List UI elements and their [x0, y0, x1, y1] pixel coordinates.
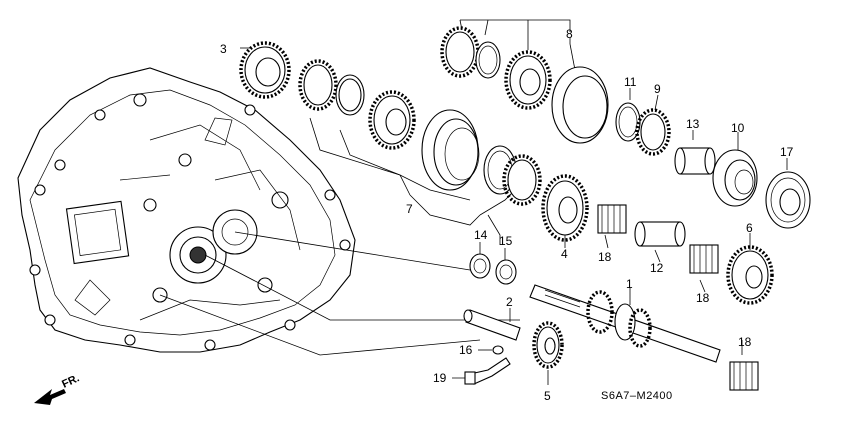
washer-15	[495, 259, 517, 285]
collar-13	[674, 147, 716, 175]
callout-9: 9	[654, 82, 661, 96]
callout-13: 13	[686, 117, 700, 131]
collar-12	[634, 221, 686, 247]
direction-label: FR.	[60, 372, 81, 390]
callout-2: 2	[506, 295, 513, 309]
front-direction-arrow	[34, 389, 66, 405]
callout-18-mid: 18	[696, 291, 710, 305]
washer-14	[469, 253, 491, 279]
gear-5	[532, 321, 564, 369]
gear-3	[239, 41, 291, 99]
pin-2	[463, 309, 521, 341]
bolt-19	[464, 357, 511, 385]
callout-3: 3	[220, 42, 227, 56]
transmission-case	[17, 67, 356, 353]
synchro-ring-9	[635, 108, 671, 156]
callout-17: 17	[780, 145, 794, 159]
gear-4	[541, 174, 589, 242]
gear-6	[726, 245, 774, 305]
mainshaft-1	[529, 284, 721, 363]
callout-15: 15	[499, 234, 513, 248]
callout-5: 5	[544, 389, 551, 403]
synchro-set-8	[440, 26, 609, 144]
callout-12: 12	[650, 261, 664, 275]
washer-16	[492, 345, 504, 355]
sleeve-left	[421, 109, 480, 191]
callout-10: 10	[731, 121, 745, 135]
synchro-ring-mid	[483, 145, 542, 206]
needle-bearing-18c	[729, 361, 759, 391]
callout-19: 19	[433, 371, 447, 385]
callout-16: 16	[459, 343, 473, 357]
ring-11	[615, 102, 641, 142]
diagram-code: S6A7–M2400	[601, 390, 673, 402]
synchro-ring-left	[298, 59, 365, 116]
bearing-17	[765, 171, 811, 229]
callout-11: 11	[624, 75, 637, 89]
callout-1: 1	[626, 277, 633, 291]
callout-4: 4	[561, 247, 568, 261]
hub-gear-left	[368, 90, 416, 150]
leader-lines	[159, 19, 788, 385]
hub-10	[712, 149, 758, 207]
callout-18-lower: 18	[738, 335, 752, 349]
callout-18-upper: 18	[598, 250, 612, 264]
needle-bearing-18b	[689, 244, 719, 274]
needle-bearing-18a	[597, 204, 627, 234]
callout-14: 14	[474, 228, 488, 242]
callout-7: 7	[406, 202, 413, 216]
callout-6: 6	[746, 221, 753, 235]
callout-8: 8	[566, 27, 573, 41]
